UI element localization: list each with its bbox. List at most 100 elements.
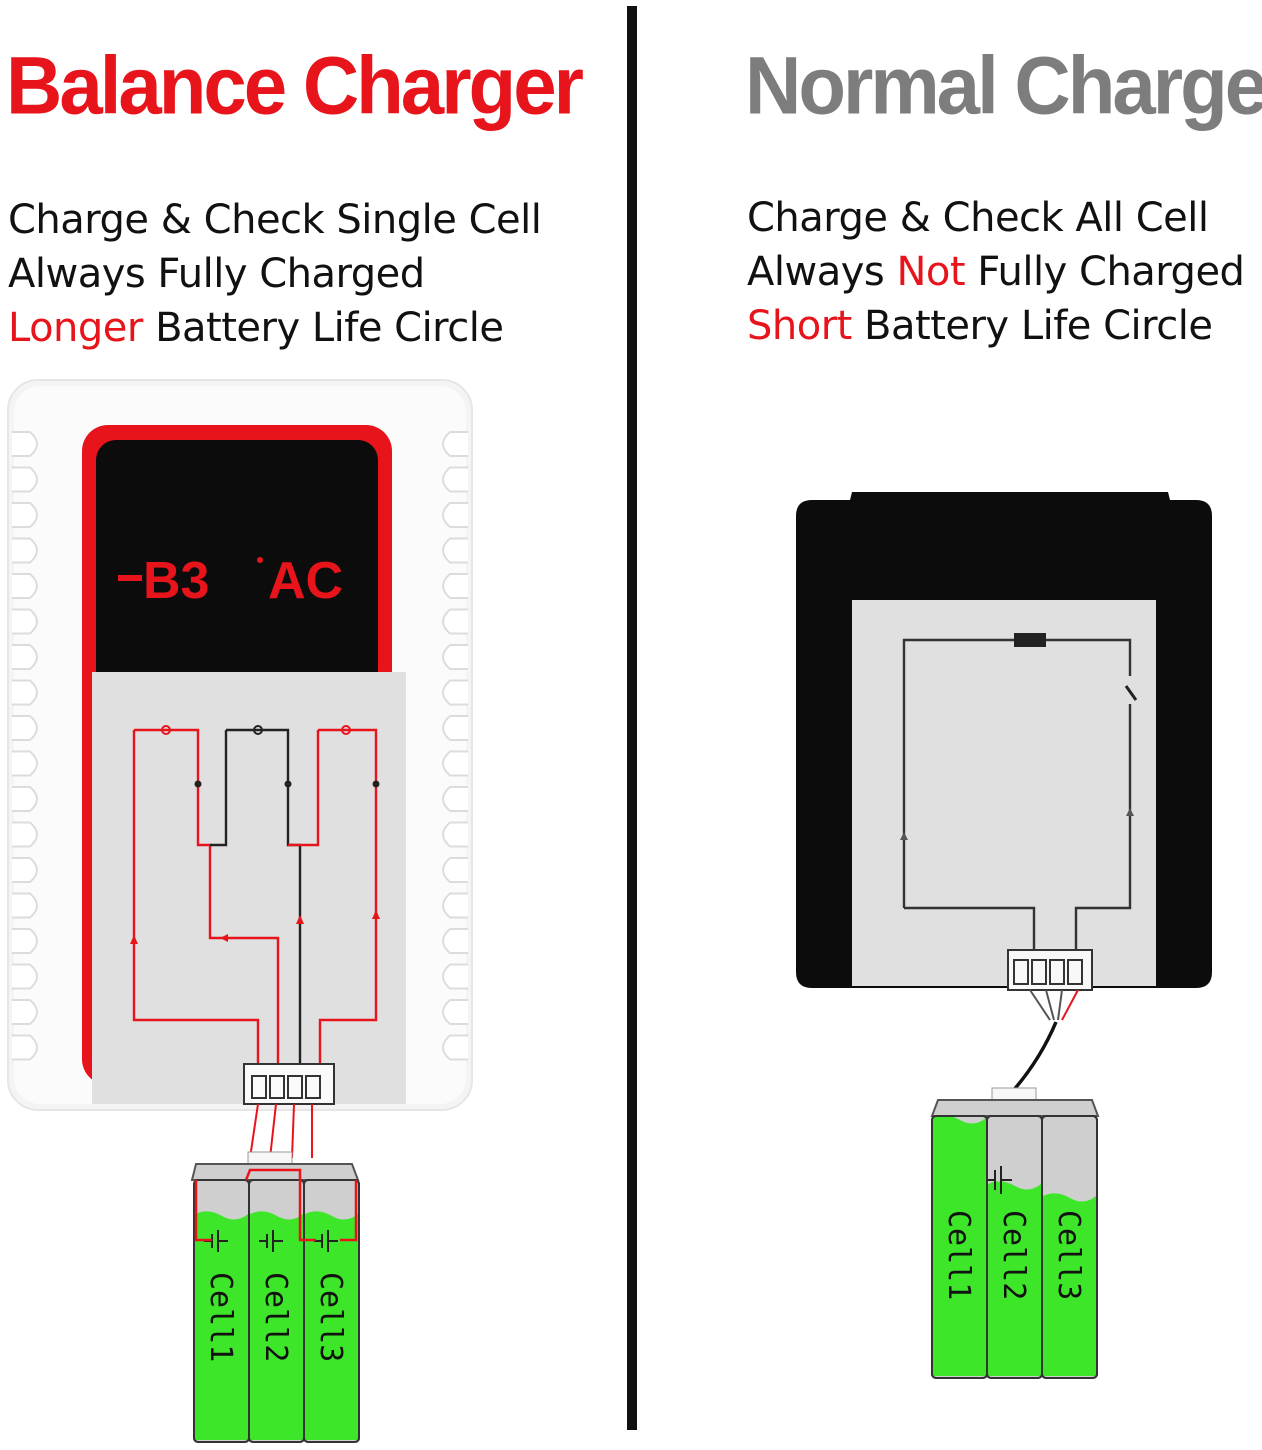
cell3-loop-a [318, 728, 378, 1065]
vent-slot [12, 466, 38, 493]
b3ac-logo: B3 AC [118, 552, 343, 610]
feature-line-2: Always Fully Charged [8, 251, 425, 297]
cell-label: Cell2 [258, 1272, 293, 1362]
vent-slot [12, 502, 38, 528]
logo-ac: AC [268, 552, 343, 610]
vent-slot [442, 750, 468, 777]
lead-wires [249, 1103, 313, 1159]
feature-line-3: Longer Battery Life Circle [8, 301, 541, 355]
vent-slot [442, 1034, 468, 1061]
vent-slot [12, 928, 38, 954]
vent-slot [12, 963, 38, 990]
cell-label: Cell3 [313, 1272, 348, 1362]
vent-slot [442, 573, 468, 599]
cell3-loop-b [300, 730, 320, 847]
cell-charge-level [195, 1211, 248, 1440]
vent-slot [442, 431, 468, 457]
normal-charger-title: Normal Charger [745, 39, 1262, 132]
normal-charger-features: Charge & Check All Cell Always Not Fully… [747, 191, 1245, 353]
battery-cells: Cell1 Cell2 Cell3 [193, 1179, 360, 1443]
cell-symbol [259, 1230, 283, 1252]
normal-battery-pack: Cell1 Cell2 Cell3 [930, 1099, 1100, 1379]
normal-lead-plug [991, 1087, 1037, 1101]
feature-line-1: Charge & Check All Cell [747, 195, 1209, 241]
vent-slot [12, 821, 38, 848]
vent-slot [12, 999, 38, 1025]
vent-slot [442, 928, 468, 954]
cell-charge-level [988, 1181, 1041, 1376]
center-divider [627, 6, 637, 1430]
logo-b3: B3 [143, 552, 209, 610]
balance-charger-title: Balance Charger [6, 39, 584, 132]
highlight-not: Not [896, 249, 966, 295]
feature-line-2: Always Not Fully Charged [747, 245, 1245, 299]
normal-circuit [902, 638, 1132, 950]
vent-slot [442, 466, 468, 493]
vent-slot [12, 608, 38, 635]
vent-slot [442, 715, 468, 741]
vent-slot [442, 963, 468, 990]
charger-vents [12, 431, 468, 1061]
cell1-loop-b [132, 730, 260, 1065]
vent-slot [442, 857, 468, 883]
vent-slot [12, 644, 38, 670]
normal-fuse [1014, 633, 1046, 647]
cell-charge-level [250, 1211, 303, 1440]
vent-slot [442, 537, 468, 564]
vent-slot [442, 679, 468, 706]
circuit-panel [92, 672, 406, 1104]
vent-slot [442, 786, 468, 812]
feature-line-1: Charge & Check Single Cell [8, 197, 542, 243]
balance-battery-pack: Cell1 Cell2 Cell3 [190, 1163, 360, 1443]
charger-screen [96, 440, 378, 690]
feature-line-3-rest: Battery Life Circle [851, 303, 1213, 349]
feature-line-2-pre: Always [747, 249, 897, 295]
vent-slot [442, 644, 468, 670]
feature-line-3: Short Battery Life Circle [747, 299, 1244, 353]
vent-slot [12, 750, 38, 777]
cell-label: Cell1 [203, 1272, 238, 1362]
cell-outline [303, 1179, 360, 1443]
circuit-markers [130, 725, 380, 944]
lead-plug [247, 1151, 293, 1165]
cell-outline [1041, 1115, 1098, 1379]
vent-slot [12, 537, 38, 564]
normal-lead-wires [1010, 989, 1079, 1094]
vent-slot [12, 679, 38, 706]
feature-line-3-rest: Battery Life Circle [142, 305, 504, 351]
vent-slot [442, 608, 468, 635]
normal-markers [900, 685, 1138, 840]
cell-charge-level [305, 1211, 358, 1440]
vent-slot [12, 1034, 38, 1061]
vent-slot [12, 786, 38, 812]
cell-label: Cell1 [941, 1210, 976, 1300]
cell-charge-level [1043, 1193, 1096, 1376]
vent-slot [442, 502, 468, 528]
cell-label: Cell2 [996, 1210, 1031, 1300]
balance-taps [194, 1168, 358, 1242]
normal-circuit-panel [852, 600, 1156, 986]
balance-charger-device: B3 AC [7, 379, 473, 1165]
cell-label: Cell3 [1051, 1210, 1086, 1300]
battery-cells: Cell1 Cell2 Cell3 [931, 1115, 1098, 1379]
connector-pins [251, 1075, 321, 1099]
balance-charger-features: Charge & Check Single Cell Always Fully … [8, 193, 542, 355]
vent-slot [442, 892, 468, 919]
cell-symbol [314, 1230, 338, 1252]
feature-line-2-post: Fully Charged [965, 249, 1245, 295]
vent-slot [12, 857, 38, 883]
cell-charge-level [933, 1115, 986, 1376]
vent-slot [12, 892, 38, 919]
highlight-longer: Longer [8, 305, 143, 351]
vent-slot [12, 573, 38, 599]
vent-slot [442, 999, 468, 1025]
logo-dot [257, 557, 263, 563]
vent-slot [442, 821, 468, 848]
vent-slot [12, 715, 38, 741]
balance-circuit [132, 728, 378, 1065]
vent-slot [12, 431, 38, 457]
cell-symbol [987, 1166, 1012, 1194]
normal-connector-pins [1013, 959, 1083, 985]
normal-charger-device [796, 492, 1212, 1101]
